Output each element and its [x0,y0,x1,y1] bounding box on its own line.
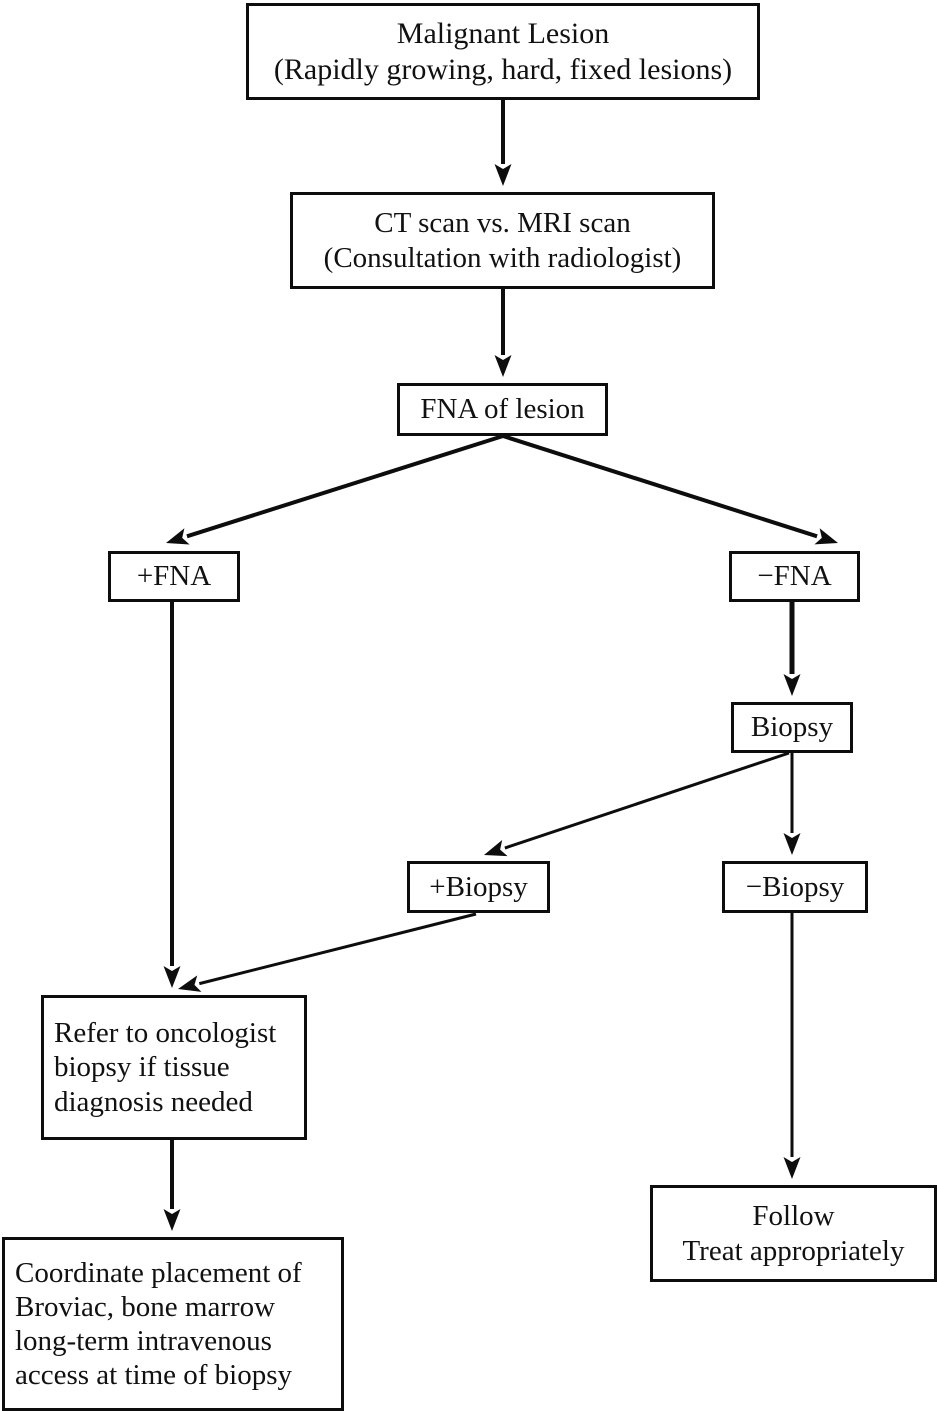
node-label-refer-oncologist: Refer to oncologist biopsy if tissue dia… [54,1017,277,1118]
edge-biopsy-to-positive [484,751,790,857]
node-biopsy[interactable]: Biopsy [731,702,853,753]
node-label-coordinate-placement: Coordinate placement of Broviac, bone ma… [15,1256,302,1392]
edge-fna-positive-to-refer [163,602,181,988]
edge-fna-to-positive [166,434,504,545]
edge-biopsy-positive-to-refer [178,912,477,992]
node-label-biopsy-positive: +Biopsy [429,870,528,903]
node-label-follow-treat: Follow Treat appropriately [682,1200,905,1267]
node-biopsy-positive[interactable]: +Biopsy [407,861,550,913]
node-label-fna-positive: +FNA [136,560,212,593]
edge-fna-to-negative [502,434,838,545]
edge-ct-to-fna [494,289,512,377]
node-refer-oncologist[interactable]: Refer to oncologist biopsy if tissue dia… [41,995,307,1140]
edge-refer-to-coordinate [163,1140,181,1231]
edge-biopsy-to-negative [783,753,801,855]
edge-biopsy-negative-to-follow [783,913,801,1179]
node-fna-positive[interactable]: +FNA [108,551,240,602]
node-label-ct-mri: CT scan vs. MRI scan (Consultation with … [323,207,682,274]
node-label-biopsy: Biopsy [750,711,834,744]
node-label-malignant-lesion: Malignant Lesion (Rapidly growing, hard,… [273,17,733,86]
node-label-biopsy-negative: −Biopsy [745,870,845,903]
edge-fna-negative-to-biopsy [783,602,801,696]
node-fna-of-lesion[interactable]: FNA of lesion [397,383,608,436]
node-label-fna-of-lesion: FNA of lesion [420,393,585,426]
node-fna-negative[interactable]: −FNA [729,551,860,602]
node-coordinate-placement[interactable]: Coordinate placement of Broviac, bone ma… [2,1237,344,1411]
node-ct-mri[interactable]: CT scan vs. MRI scan (Consultation with … [290,192,715,289]
node-malignant-lesion[interactable]: Malignant Lesion (Rapidly growing, hard,… [246,3,760,100]
edge-malignant-to-ct [494,100,512,186]
node-label-fna-negative: −FNA [757,560,832,593]
node-biopsy-negative[interactable]: −Biopsy [722,861,868,913]
node-follow-treat[interactable]: Follow Treat appropriately [650,1185,937,1282]
